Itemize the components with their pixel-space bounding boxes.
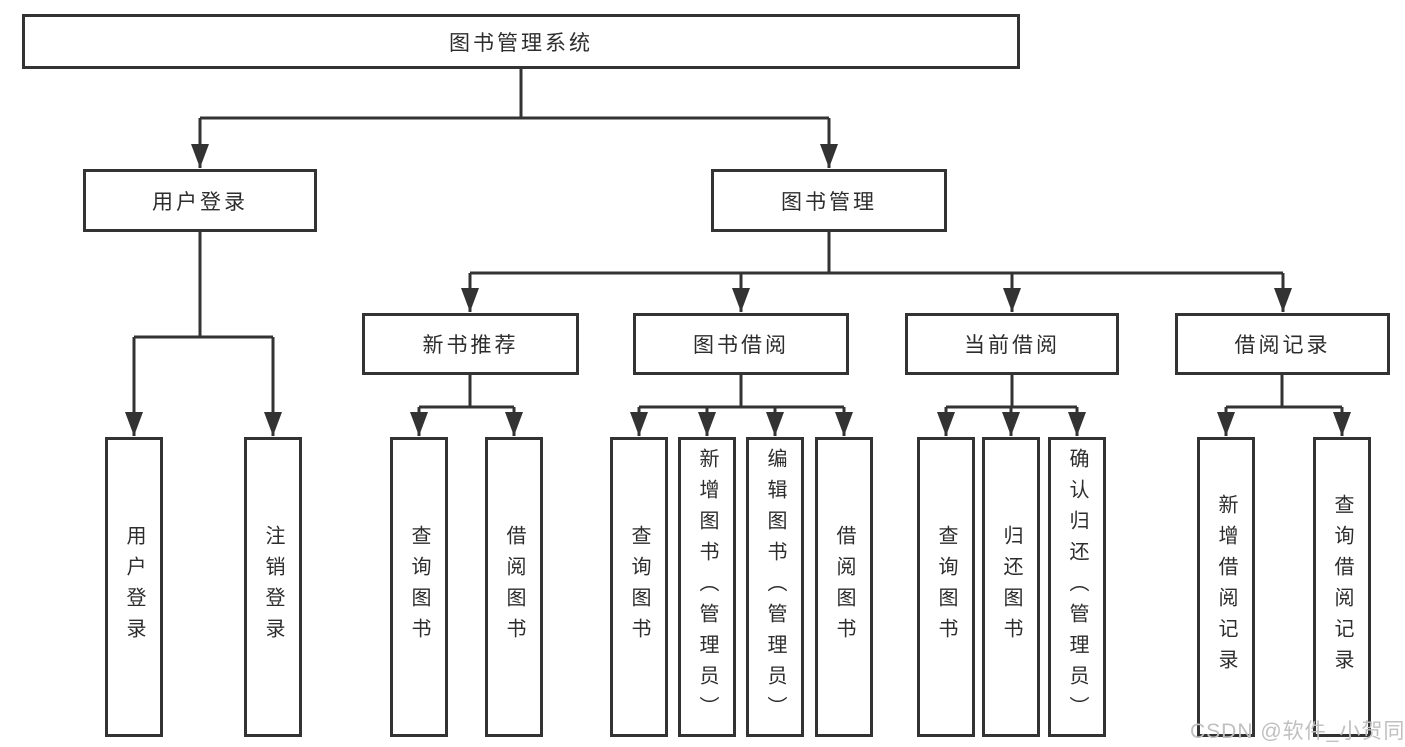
node-borrow-records: 借阅记录 [1175, 313, 1390, 375]
leaf-current-return-books-label: 归还图书 [1000, 525, 1022, 649]
leaf-borrow-add-books-admin-label: 新增图书（管理员） [696, 447, 718, 727]
leaf-records-query-record: 查询借阅记录 [1313, 437, 1371, 737]
leaf-borrow-edit-books-admin: 编辑图书（管理员） [746, 437, 804, 737]
leaf-recommend-borrow-books: 借阅图书 [485, 437, 543, 737]
node-current-borrow: 当前借阅 [905, 313, 1119, 375]
leaf-current-confirm-return-admin: 确认归还（管理员） [1048, 437, 1106, 737]
leaf-recommend-query-books-label: 查询图书 [408, 525, 430, 649]
leaf-borrow-borrow-books-label: 借阅图书 [833, 525, 855, 649]
leaf-borrow-borrow-books: 借阅图书 [815, 437, 873, 737]
leaf-logout: 注销登录 [244, 437, 302, 737]
leaf-borrow-query-books: 查询图书 [610, 437, 668, 737]
leaf-records-query-record-label: 查询借阅记录 [1331, 494, 1353, 680]
leaf-records-add-record-label: 新增借阅记录 [1215, 494, 1237, 680]
csdn-watermark: CSDN @软件_小贺同学 [1190, 720, 1405, 743]
leaf-borrow-add-books-admin: 新增图书（管理员） [678, 437, 736, 737]
leaf-records-add-record: 新增借阅记录 [1197, 437, 1255, 737]
node-book-management: 图书管理 [711, 169, 947, 232]
leaf-current-query-books-label: 查询图书 [935, 525, 957, 649]
leaf-user-login: 用户登录 [105, 437, 163, 737]
leaf-recommend-query-books: 查询图书 [390, 437, 448, 737]
leaf-current-confirm-return-admin-label: 确认归还（管理员） [1066, 447, 1088, 727]
leaf-current-query-books: 查询图书 [917, 437, 975, 737]
node-book-borrow: 图书借阅 [633, 313, 849, 375]
leaf-user-login-label: 用户登录 [123, 525, 145, 649]
leaf-recommend-borrow-books-label: 借阅图书 [503, 525, 525, 649]
node-user-login: 用户登录 [83, 169, 317, 232]
leaf-borrow-query-books-label: 查询图书 [628, 525, 650, 649]
node-new-book-recommend: 新书推荐 [362, 313, 579, 375]
leaf-logout-label: 注销登录 [262, 525, 284, 649]
node-library-management-system: 图书管理系统 [22, 14, 1020, 69]
leaf-borrow-edit-books-admin-label: 编辑图书（管理员） [764, 447, 786, 727]
leaf-current-return-books: 归还图书 [982, 437, 1040, 737]
